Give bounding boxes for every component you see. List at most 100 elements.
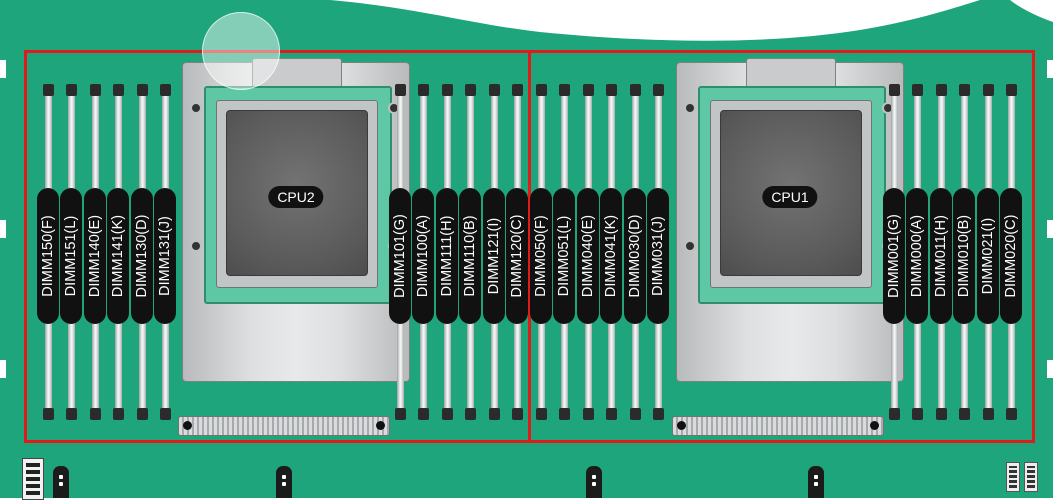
dimm-latch xyxy=(512,84,523,96)
dimm-slot[interactable]: DIMM141(K) xyxy=(107,84,129,420)
dimm-latch xyxy=(66,84,77,96)
dimm-latch xyxy=(489,84,500,96)
dimm-label-badge: DIMM140(E) xyxy=(84,188,106,324)
dimm-label-badge: DIMM031(J) xyxy=(647,188,669,324)
dimm-slot[interactable]: DIMM050(F) xyxy=(530,84,552,420)
dimm-slot[interactable]: DIMM120(C) xyxy=(506,84,528,420)
dimm-latch xyxy=(559,84,570,96)
dimm-latch xyxy=(43,408,54,420)
dimm-latch xyxy=(90,84,101,96)
dimm-label-badge: DIMM010(B) xyxy=(953,188,975,324)
edge-notch-right-2 xyxy=(1047,220,1053,238)
dimm-latch xyxy=(395,84,406,96)
dimm-label: DIMM000(A) xyxy=(909,214,925,298)
dimm-label: DIMM141(K) xyxy=(110,214,126,298)
dimm-slot[interactable]: DIMM051(L) xyxy=(553,84,575,420)
dimm-latch xyxy=(1006,84,1017,96)
fan-header-icon xyxy=(53,466,69,498)
dimm-latch xyxy=(959,84,970,96)
dimm-latch xyxy=(465,408,476,420)
dimm-slot[interactable]: DIMM031(J) xyxy=(647,84,669,420)
dimm-latch xyxy=(583,84,594,96)
dimm-latch xyxy=(959,408,970,420)
dimm-label-badge: DIMM100(A) xyxy=(412,188,434,324)
dimm-slot[interactable]: DIMM140(E) xyxy=(84,84,106,420)
dimm-latch xyxy=(137,84,148,96)
dimm-slot[interactable]: DIMM151(L) xyxy=(60,84,82,420)
dimm-slot[interactable]: DIMM100(A) xyxy=(412,84,434,420)
dimm-latch xyxy=(912,408,923,420)
dimm-label: DIMM011(H) xyxy=(933,215,949,297)
dimm-label-badge: DIMM011(H) xyxy=(930,188,952,324)
connector-end-icon xyxy=(376,421,385,430)
dimm-label-badge: DIMM110(B) xyxy=(459,188,481,324)
dimm-latch xyxy=(113,84,124,96)
connector-end-icon xyxy=(183,421,192,430)
dimm-label: DIMM111(H) xyxy=(439,215,455,297)
dimm-latch xyxy=(583,408,594,420)
dimm-label-badge: DIMM001(G) xyxy=(883,188,905,324)
dimm-label: DIMM010(B) xyxy=(956,214,972,298)
signal-connector-icon xyxy=(1024,462,1038,492)
dimm-latch xyxy=(512,408,523,420)
edge-notch-right-3 xyxy=(1047,360,1053,378)
cpu-label: CPU1 xyxy=(762,186,818,208)
board-connector-cpu2 xyxy=(178,416,390,436)
dimm-slot[interactable]: DIMM101(G) xyxy=(389,84,411,420)
dimm-slot[interactable]: DIMM110(B) xyxy=(459,84,481,420)
edge-notch-left-3 xyxy=(0,360,6,378)
dimm-latch xyxy=(137,408,148,420)
dimm-label: DIMM150(F) xyxy=(40,215,56,297)
dimm-label: DIMM121(I) xyxy=(486,217,502,295)
dimm-latch xyxy=(66,408,77,420)
dimm-label-badge: DIMM131(J) xyxy=(154,188,176,324)
dimm-latch xyxy=(1006,408,1017,420)
dimm-label: DIMM051(L) xyxy=(556,215,572,297)
dimm-slot[interactable]: DIMM040(E) xyxy=(577,84,599,420)
dimm-slot[interactable]: DIMM121(I) xyxy=(483,84,505,420)
dimm-label: DIMM110(B) xyxy=(462,215,478,297)
dimm-slot[interactable]: DIMM020(C) xyxy=(1000,84,1022,420)
mounting-hole-icon xyxy=(190,102,202,114)
dimm-slot[interactable]: DIMM130(D) xyxy=(131,84,153,420)
dimm-label: DIMM140(E) xyxy=(87,214,103,298)
dimm-slot[interactable]: DIMM150(F) xyxy=(37,84,59,420)
dimm-label: DIMM101(G) xyxy=(392,214,408,298)
dimm-label-badge: DIMM040(E) xyxy=(577,188,599,324)
dimm-label-badge: DIMM121(I) xyxy=(483,188,505,324)
dimm-label: DIMM050(F) xyxy=(533,215,549,297)
dimm-label-badge: DIMM020(C) xyxy=(1000,188,1022,324)
dimm-slot[interactable]: DIMM011(H) xyxy=(930,84,952,420)
dimm-slot[interactable]: DIMM021(I) xyxy=(977,84,999,420)
dimm-latch xyxy=(418,408,429,420)
dimm-latch xyxy=(160,408,171,420)
dimm-label-badge: DIMM000(A) xyxy=(906,188,928,324)
dimm-latch xyxy=(536,408,547,420)
dimm-label: DIMM021(I) xyxy=(980,217,996,295)
dimm-latch xyxy=(113,408,124,420)
pcb-corner-cutout xyxy=(1010,0,1053,22)
dimm-latch xyxy=(630,84,641,96)
dimm-latch xyxy=(606,408,617,420)
dimm-slot[interactable]: DIMM010(B) xyxy=(953,84,975,420)
cpu-label: CPU2 xyxy=(268,186,324,208)
dimm-label-badge: DIMM130(D) xyxy=(131,188,153,324)
board-connector-cpu1 xyxy=(672,416,884,436)
dimm-latch xyxy=(983,84,994,96)
dimm-latch xyxy=(395,408,406,420)
dimm-slot[interactable]: DIMM000(A) xyxy=(906,84,928,420)
dimm-slot[interactable]: DIMM030(D) xyxy=(624,84,646,420)
fan-header-icon xyxy=(586,466,602,498)
connector-end-icon xyxy=(870,421,879,430)
dimm-slot[interactable]: DIMM041(K) xyxy=(600,84,622,420)
edge-notch-left-1 xyxy=(0,60,6,78)
mounting-hole-icon xyxy=(190,240,202,252)
dimm-slot[interactable]: DIMM001(G) xyxy=(883,84,905,420)
dimm-label-badge: DIMM150(F) xyxy=(37,188,59,324)
dimm-label: DIMM020(C) xyxy=(1003,214,1019,298)
dimm-label-badge: DIMM041(K) xyxy=(600,188,622,324)
dimm-slot[interactable]: DIMM111(H) xyxy=(436,84,458,420)
dimm-slot[interactable]: DIMM131(J) xyxy=(154,84,176,420)
dimm-latch xyxy=(983,408,994,420)
